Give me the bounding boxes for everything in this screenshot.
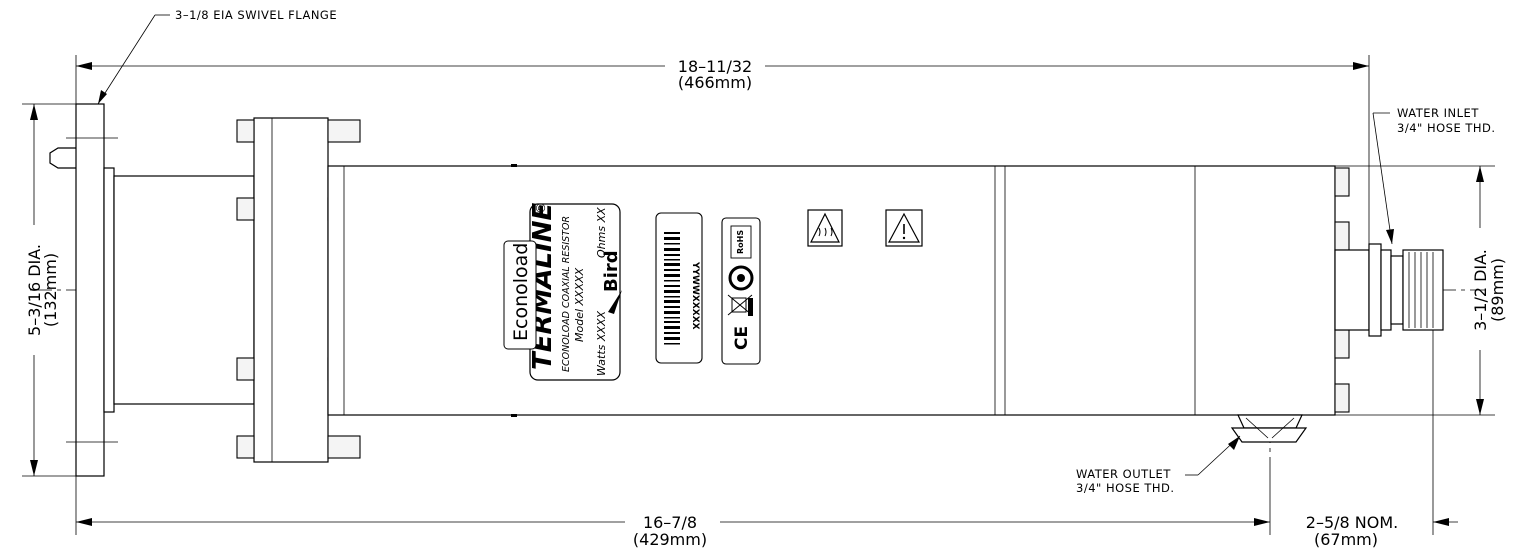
body-length-mm-label: (429mm) [633,530,707,549]
dimension-body-diameter [1335,165,1495,416]
dimension-body-length [75,330,1458,535]
inlet-leader [1372,112,1394,245]
dimension-overall-length [75,55,1370,244]
inlet-callout-line1: WATER INLET [1397,106,1479,120]
body-dia-label: 3–1/2 DIA. [1471,249,1490,331]
body-dia-mm-label: (89mm) [1488,258,1507,322]
svg-text:CE: CE [732,326,752,350]
barcode-sticker: YYWWXXXXX [655,212,703,364]
recycle-circle-icon [728,265,754,291]
econoload-badge: Econoload [503,240,537,350]
body-length-label: 16–7/8 [643,513,697,532]
outlet-callout-line1: WATER OUTLET [1076,467,1171,481]
hot-surface-warning-icon [807,209,843,247]
flange-callout: 3–1/8 EIA SWIVEL FLANGE [175,8,337,22]
water-inlet-fitting [1368,243,1444,337]
inlet-callout-line2: 3/4" HOSE THD. [1397,121,1496,135]
water-outlet-fitting [1230,414,1308,443]
barcode-icon [664,232,680,345]
svg-text:RoHS: RoHS [736,230,745,254]
product-label: TERMALINE ® ECONOLOAD COAXIAL RESISTOR M… [528,202,622,381]
watts-text: Watts XXXX [595,311,608,376]
resistor-body [327,164,1336,417]
swivel-flange [49,103,255,477]
compliance-sticker: RoHS CE [721,217,761,365]
general-warning-icon [885,209,923,247]
svg-text:Econoload: Econoload [510,243,532,341]
ohms-text: Ohms XX [595,207,608,258]
nominal-label: 2–5/8 NOM. [1306,513,1398,532]
overall-length-mm-label: (466mm) [678,73,752,92]
bird-logo-icon [608,290,622,314]
flange-leader [97,14,170,105]
flange-dia-label: 5–3/16 DIA. [25,244,44,336]
rohs-icon: RoHS [730,225,752,259]
barcode-text: YYWWXXXXX [690,261,700,330]
model-text: Model XXXXX [573,267,586,342]
overall-length-label: 18–11/32 [678,57,752,76]
weee-bin-icon [727,294,753,316]
outlet-leader [1185,435,1241,476]
flange-dia-mm-label: (132mm) [41,253,60,327]
outlet-callout-line2: 3/4" HOSE THD. [1076,481,1175,495]
registered-mark: ® [534,202,548,214]
end-cap [1334,167,1370,413]
dimension-flange-diameter [22,103,76,477]
ce-mark-icon: CE [732,326,752,350]
bird-logo-text: Bird [601,250,622,292]
nominal-mm-label: (67mm) [1314,530,1378,549]
product-text: ECONOLOAD COAXIAL RESISTOR [561,216,572,372]
